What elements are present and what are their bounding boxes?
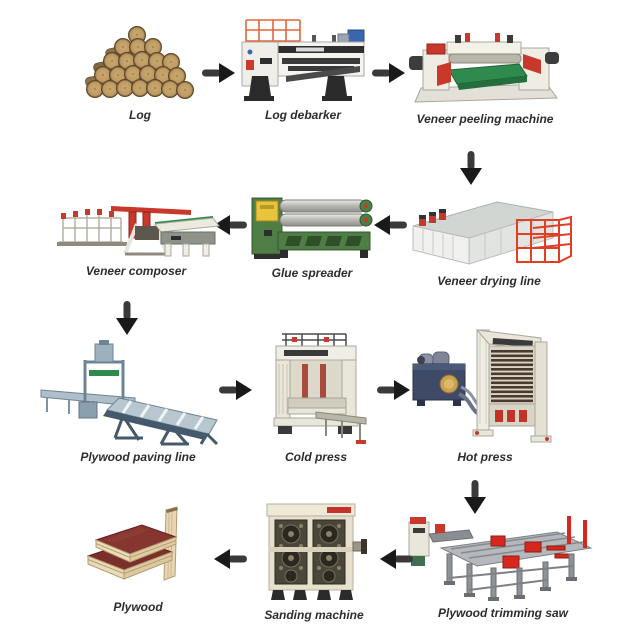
- step-hot-press: Hot press: [404, 324, 566, 464]
- glue-spreader-illustration: [251, 197, 373, 259]
- step-label-log: Log: [129, 108, 151, 122]
- veneer-peeling-machine-illustration: [409, 33, 559, 103]
- arrow-left-icon: [372, 212, 410, 243]
- saw-units: [490, 535, 574, 569]
- step-label-cold-press: Cold press: [284, 450, 347, 464]
- arrow-right-icon: [216, 377, 254, 408]
- step-label-log-debarker: Log debarker: [264, 108, 342, 122]
- step-label-veneer-peeling-machine: Veneer peeling machine: [416, 112, 554, 126]
- step-cold-press: Cold press: [260, 330, 372, 464]
- plywood-boards-illustration: [86, 506, 178, 581]
- arrow-right-icon: [199, 60, 237, 91]
- step-glue-spreader: Glue spreader: [246, 190, 378, 280]
- safety-railing: [245, 19, 301, 44]
- step-log: Log: [75, 24, 205, 122]
- step-label-plywood: Plywood: [113, 600, 163, 614]
- step-veneer-composer: Veneer composer: [48, 198, 224, 278]
- step-label-plywood-trimming-saw: Plywood trimming saw: [437, 606, 569, 620]
- arrow-left-icon: [212, 546, 250, 577]
- arrow-left-icon: [212, 212, 250, 243]
- arrow-down-icon: [461, 477, 489, 522]
- step-plywood-paving-line: Plywood paving line: [36, 340, 240, 464]
- step-label-veneer-composer: Veneer composer: [85, 264, 187, 278]
- log-pile-illustration: [85, 26, 194, 99]
- step-plywood-trimming-saw: Plywood trimming saw: [404, 508, 602, 620]
- machine-legs: [244, 76, 352, 101]
- arrow-left-icon: [378, 546, 416, 577]
- step-label-veneer-drying-line: Veneer drying line: [437, 274, 541, 288]
- plywood-paving-line-illustration: [40, 340, 219, 446]
- step-label-plywood-paving-line: Plywood paving line: [80, 450, 196, 464]
- outfeed-red-frame: [516, 215, 572, 263]
- step-veneer-peeling-machine: Veneer peeling machine: [403, 26, 567, 126]
- arrow-down-icon: [457, 148, 485, 193]
- veneer-drying-line-illustration: [412, 201, 572, 265]
- log-ends: [86, 26, 194, 99]
- cold-press-illustration: [273, 333, 367, 444]
- log-debarker-illustration: [241, 19, 365, 101]
- hot-press-illustration: [412, 329, 552, 443]
- arrow-right-icon: [369, 60, 407, 91]
- step-label-glue-spreader: Glue spreader: [271, 266, 353, 280]
- plywood-trimming-saw-illustration: [408, 516, 593, 601]
- step-veneer-drying-line: Veneer drying line: [403, 194, 575, 288]
- veneer-composer-illustration: [57, 206, 220, 257]
- step-sanding-machine: Sanding machine: [256, 500, 372, 622]
- platen-stack: [491, 350, 533, 403]
- step-label-sanding-machine: Sanding machine: [264, 608, 364, 622]
- step-log-debarker: Log debarker: [233, 14, 373, 122]
- arrow-down-icon: [113, 298, 141, 343]
- step-label-hot-press: Hot press: [457, 450, 513, 464]
- sanding-machine-illustration: [266, 503, 367, 600]
- arrow-right-icon: [374, 377, 412, 408]
- step-plywood: Plywood: [76, 500, 200, 614]
